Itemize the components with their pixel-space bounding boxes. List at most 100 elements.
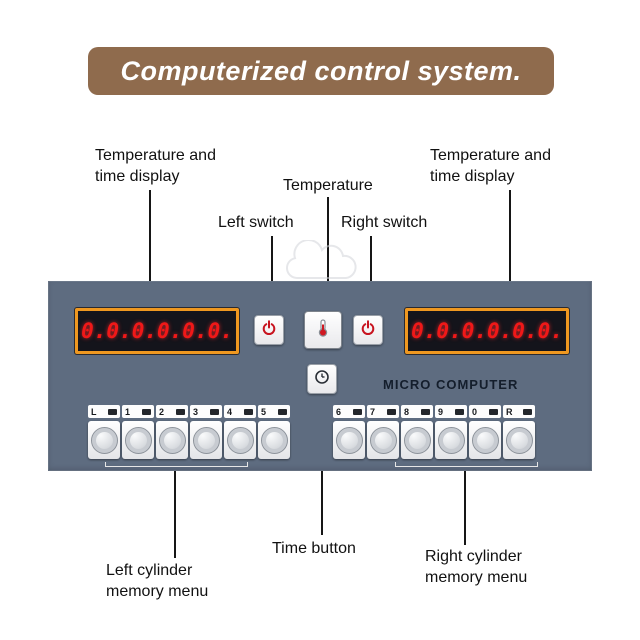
memory-button-number: 9 <box>438 406 444 417</box>
memory-button-face[interactable] <box>401 421 433 459</box>
round-button-icon <box>403 426 431 454</box>
memory-button-R[interactable]: R <box>503 405 535 459</box>
brand-text: MICRO COMPUTER <box>383 377 519 392</box>
memory-button-face[interactable] <box>258 421 290 459</box>
display-ghost-segments: 8.8.8.8.8.8. <box>411 319 563 343</box>
banner: Computerized control system. <box>88 47 554 95</box>
callout-line-right-cylinder <box>464 463 466 545</box>
round-button-icon <box>471 426 499 454</box>
indicator-icon <box>142 408 151 415</box>
indicator-icon <box>523 408 532 415</box>
memory-button-number: 4 <box>227 406 233 417</box>
memory-button-face[interactable] <box>469 421 501 459</box>
indicator-icon <box>387 408 396 415</box>
memory-button-face[interactable] <box>367 421 399 459</box>
memory-button-label: 8 <box>401 405 433 418</box>
time-button[interactable] <box>307 364 337 394</box>
left-display: 8.8.8.8.8.8. 0.0.0.0.0.0. <box>75 308 239 354</box>
memory-button-label: 0 <box>469 405 501 418</box>
indicator-icon <box>278 408 287 415</box>
memory-button-number: L <box>91 406 97 417</box>
label-right-cylinder: Right cylinder memory menu <box>425 548 528 586</box>
memory-button-label: 5 <box>258 405 290 418</box>
round-button-icon <box>90 426 118 454</box>
indicator-icon <box>455 408 464 415</box>
memory-button-face[interactable] <box>435 421 467 459</box>
callout-line-right-switch <box>370 236 372 304</box>
memory-button-label: 3 <box>190 405 222 418</box>
indicator-icon <box>108 408 117 415</box>
memory-button-L[interactable]: L <box>88 405 120 459</box>
memory-button-5[interactable]: 5 <box>258 405 290 459</box>
memory-button-0[interactable]: 0 <box>469 405 501 459</box>
temperature-button[interactable] <box>304 311 342 349</box>
memory-group-left: L 1 2 3 4 5 <box>88 405 290 459</box>
memory-button-number: 6 <box>336 406 342 417</box>
thermometer-icon <box>313 318 333 343</box>
memory-button-face[interactable] <box>156 421 188 459</box>
memory-button-9[interactable]: 9 <box>435 405 467 459</box>
memory-button-number: 1 <box>125 406 131 417</box>
callout-line-right-display <box>509 190 511 300</box>
power-icon <box>360 319 376 341</box>
memory-button-1[interactable]: 1 <box>122 405 154 459</box>
indicator-icon <box>210 408 219 415</box>
right-switch-button[interactable] <box>353 315 383 345</box>
memory-button-number: R <box>506 406 513 417</box>
round-button-icon <box>369 426 397 454</box>
memory-button-face[interactable] <box>333 421 365 459</box>
memory-button-label: L <box>88 405 120 418</box>
display-ghost-segments: 8.8.8.8.8.8. <box>81 319 233 343</box>
round-button-icon <box>505 426 533 454</box>
banner-title: Computerized control system. <box>120 55 522 86</box>
memory-button-label: 4 <box>224 405 256 418</box>
round-button-icon <box>124 426 152 454</box>
memory-button-number: 2 <box>159 406 165 417</box>
memory-button-face[interactable] <box>88 421 120 459</box>
right-display-digits: 8.8.8.8.8.8. 0.0.0.0.0.0. <box>411 319 563 343</box>
memory-button-8[interactable]: 8 <box>401 405 433 459</box>
memory-button-6[interactable]: 6 <box>333 405 365 459</box>
label-right-switch: Right switch <box>341 214 428 231</box>
memory-button-face[interactable] <box>122 421 154 459</box>
label-time-button: Time button <box>272 540 356 557</box>
clock-icon <box>314 369 330 390</box>
memory-button-4[interactable]: 4 <box>224 405 256 459</box>
memory-button-3[interactable]: 3 <box>190 405 222 459</box>
watermark-cloud-icon <box>272 238 372 289</box>
label-left-cylinder: Left cylinder memory menu <box>106 562 209 600</box>
memory-button-label: 1 <box>122 405 154 418</box>
indicator-icon <box>489 408 498 415</box>
memory-button-label: 7 <box>367 405 399 418</box>
memory-button-number: 3 <box>193 406 199 417</box>
left-switch-button[interactable] <box>254 315 284 345</box>
round-button-icon <box>158 426 186 454</box>
callout-line-left-cylinder <box>174 463 176 558</box>
label-temperature: Temperature <box>283 177 373 194</box>
round-button-icon <box>260 426 288 454</box>
round-button-icon <box>335 426 363 454</box>
right-display: 8.8.8.8.8.8. 0.0.0.0.0.0. <box>405 308 569 354</box>
indicator-icon <box>176 408 185 415</box>
round-button-icon <box>437 426 465 454</box>
indicator-icon <box>244 408 253 415</box>
left-display-digits: 8.8.8.8.8.8. 0.0.0.0.0.0. <box>81 319 233 343</box>
power-icon <box>261 319 277 341</box>
right-group-bracket <box>395 462 538 467</box>
label-left-switch: Left switch <box>218 214 294 231</box>
memory-button-number: 0 <box>472 406 478 417</box>
indicator-icon <box>421 408 430 415</box>
callout-line-temperature <box>327 197 329 301</box>
memory-button-number: 7 <box>370 406 376 417</box>
round-button-icon <box>192 426 220 454</box>
memory-button-face[interactable] <box>224 421 256 459</box>
memory-button-face[interactable] <box>503 421 535 459</box>
label-temp-time-left: Temperature and time display <box>95 147 216 185</box>
memory-button-2[interactable]: 2 <box>156 405 188 459</box>
memory-button-7[interactable]: 7 <box>367 405 399 459</box>
round-button-icon <box>226 426 254 454</box>
memory-button-label: 9 <box>435 405 467 418</box>
memory-button-face[interactable] <box>190 421 222 459</box>
memory-button-number: 5 <box>261 406 267 417</box>
